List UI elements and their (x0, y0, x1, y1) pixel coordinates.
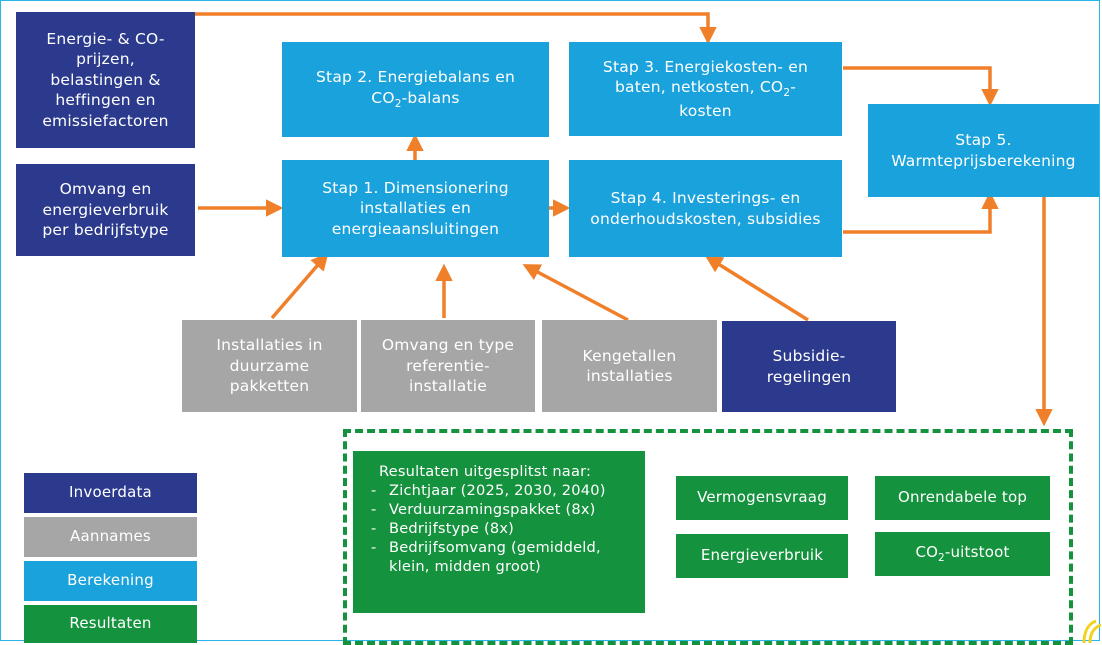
arrow-step3-to-step5 (843, 66, 999, 107)
results-breakdown: Resultaten uitgesplitst naar: Zichtjaar … (367, 463, 635, 577)
list-item: Bedrijfsomvang (gemiddeld, klein, midden… (367, 539, 635, 577)
legend-aannames: Aannames (24, 517, 197, 557)
result-vermogensvraag-box: Vermogensvraag (676, 476, 848, 520)
input-subsidies-box: Subsidie- regelingen (722, 321, 896, 412)
step3-line3: kosten (679, 102, 732, 120)
input-prices-label: Energie- & CO- prijzen, belastingen & he… (42, 29, 169, 130)
arrow-kengetallen-to-step1 (522, 264, 629, 322)
result-co2-label: CO2-uitstoot (915, 543, 1009, 565)
step2-label: Stap 2. Energiebalans en CO2-balans (316, 67, 515, 111)
assumption-kengetallen-box: Kengetallen installaties (542, 320, 717, 412)
result-energieverbruik-box: Energieverbruik (676, 534, 848, 578)
step3-box: Stap 3. Energiekosten- en baten, netkost… (569, 42, 842, 136)
legend-resultaten-label: Resultaten (69, 614, 152, 633)
step5-label: Stap 5. Warmteprijsberekening (891, 131, 1076, 170)
step2-co: CO (371, 88, 395, 107)
results-breakdown-box: Resultaten uitgesplitst naar: Zichtjaar … (353, 451, 645, 613)
step1-box: Stap 1. Dimensionering installaties en e… (282, 160, 549, 257)
list-item: Verduurzamingspakket (8x) (367, 501, 635, 520)
step4-label: Stap 4. Investerings- en onderhoudskoste… (590, 189, 821, 228)
assumption-installations-box: Installaties in duurzame pakketten (182, 320, 357, 412)
result-co2-box: CO2-uitstoot (875, 532, 1050, 576)
arrow-step4-to-step5 (843, 191, 999, 234)
legend-resultaten: Resultaten (24, 605, 197, 643)
step3-sub: 2 (783, 87, 791, 100)
assumption-reference-box: Omvang en type referentie- installatie (361, 320, 535, 412)
list-item: Bedrijfstype (8x) (367, 520, 635, 539)
result-vermogensvraag-label: Vermogensvraag (697, 488, 827, 507)
step2-line2: CO2-balans (316, 88, 515, 112)
legend-berekening-label: Berekening (67, 571, 154, 590)
legend-berekening: Berekening (24, 561, 197, 601)
assumption-reference-label: Omvang en type referentie- installatie (381, 336, 515, 396)
step3-label: Stap 3. Energiekosten- en baten, netkost… (603, 57, 808, 122)
arrow-installations-to-step1 (270, 252, 329, 320)
step3-line2: baten, netkosten, CO2- (603, 77, 808, 101)
result-co2-rest: -uitstoot (944, 542, 1010, 561)
input-size-box: Omvang en energieverbruik per bedrijfsty… (16, 164, 195, 256)
arrow-prices-to-step3 (106, 12, 717, 45)
step2-balans: -balans (401, 88, 460, 107)
step2-box: Stap 2. Energiebalans en CO2-balans (282, 42, 549, 137)
step4-box: Stap 4. Investerings- en onderhoudskoste… (569, 160, 842, 257)
step3-co: baten, netkosten, CO (614, 77, 784, 96)
legend-invoerdata: Invoerdata (24, 473, 197, 513)
result-onrendabele-top-label: Onrendabele top (897, 488, 1028, 507)
step3-dash: - (790, 77, 797, 96)
legend-aannames-label: Aannames (70, 527, 151, 546)
result-co2-sub: 2 (938, 552, 945, 564)
arrow-subsidies-to-step4 (704, 255, 809, 322)
input-size-label: Omvang en energieverbruik per bedrijfsty… (42, 180, 169, 240)
input-subsidies-label: Subsidie- regelingen (766, 347, 852, 386)
step1-label: Stap 1. Dimensionering installaties en e… (322, 178, 509, 238)
step5-box: Stap 5. Warmteprijsberekening (868, 104, 1099, 197)
step2-sub: 2 (394, 97, 402, 110)
results-heading: Resultaten uitgesplitst naar: (379, 463, 592, 480)
result-co2-co: CO (915, 542, 939, 561)
input-prices-box: Energie- & CO- prijzen, belastingen & he… (16, 12, 195, 148)
step3-line1: Stap 3. Energiekosten- en (602, 57, 809, 76)
step2-line1: Stap 2. Energiebalans en (316, 68, 515, 87)
assumption-kengetallen-label: Kengetallen installaties (582, 346, 677, 385)
logo-icon (1082, 619, 1102, 643)
result-energieverbruik-label: Energieverbruik (700, 546, 824, 565)
assumption-installations-label: Installaties in duurzame pakketten (216, 336, 323, 396)
list-item: Zichtjaar (2025, 2030, 2040) (367, 482, 635, 501)
results-list: Zichtjaar (2025, 2030, 2040) Verduurzami… (367, 482, 635, 577)
result-onrendabele-top-box: Onrendabele top (875, 476, 1050, 520)
legend-invoerdata-label: Invoerdata (69, 483, 152, 502)
